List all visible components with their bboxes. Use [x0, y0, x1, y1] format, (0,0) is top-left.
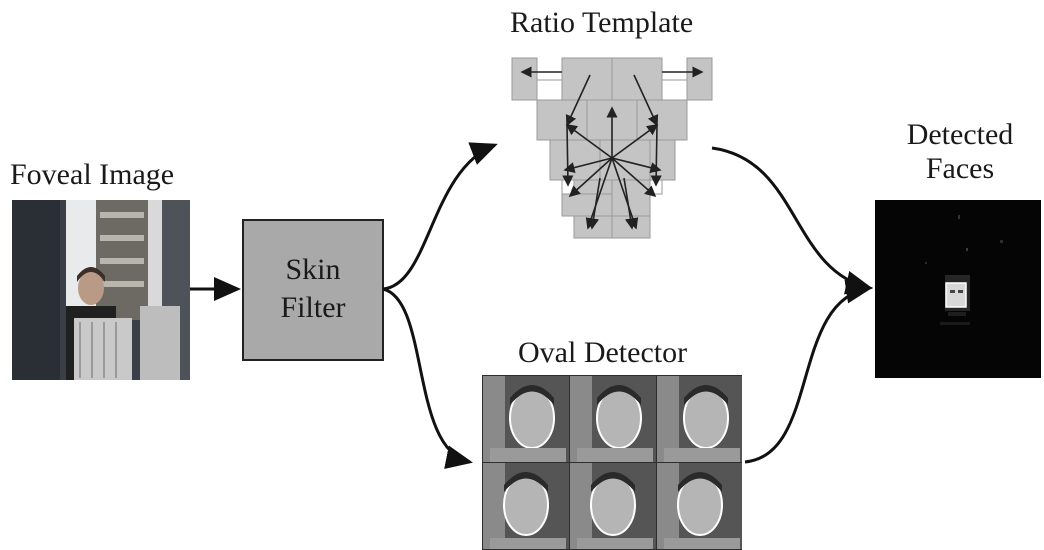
- detected-faces-image: [875, 200, 1041, 378]
- skin-filter-text: Skin Filter: [243, 251, 383, 331]
- arrow-skin-to-oval-detector: [382, 287, 473, 469]
- skin-filter-label-line1: Skin: [285, 253, 341, 286]
- skin-filter-label-line2: Filter: [280, 291, 346, 324]
- oval-face-6: [657, 463, 742, 549]
- foveal-image: [12, 200, 190, 380]
- arrow-oval-detector-to-detected: [744, 279, 873, 464]
- oval-face-1: [483, 376, 569, 462]
- oval-face-2: [570, 376, 656, 462]
- oval-face-4: [483, 463, 569, 549]
- detected-faces-label: Detected Faces: [885, 118, 1035, 186]
- arrow-ratio-template-to-detected: [711, 146, 873, 295]
- ratio-template-label: Ratio Template: [510, 6, 694, 39]
- detected-faces-label-line1: Detected: [906, 118, 1014, 151]
- oval-detector-label: Oval Detector: [518, 336, 688, 369]
- oval-face-5: [570, 463, 656, 549]
- detected-faces-label-line2: Faces: [925, 152, 995, 185]
- foveal-image-label: Foveal Image: [10, 158, 175, 191]
- oval-face-3: [657, 376, 742, 462]
- ratio-template-relations: [520, 66, 704, 230]
- oval-detector-grid: [482, 375, 742, 550]
- arrow-skin-to-ratio-template: [382, 142, 498, 291]
